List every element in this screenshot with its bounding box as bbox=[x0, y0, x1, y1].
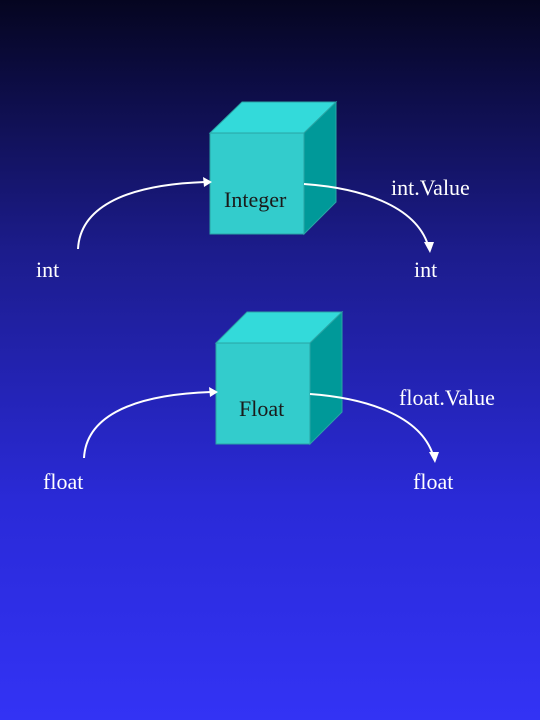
integer-box-label: Integer bbox=[224, 187, 287, 212]
float-group: Float float float.Value float bbox=[43, 310, 495, 494]
float-input-arrow bbox=[83, 391, 212, 459]
integer-cube: Integer bbox=[208, 100, 338, 236]
integer-input-arrowhead bbox=[203, 177, 212, 187]
float-output-arrow bbox=[309, 393, 434, 456]
integer-output-label: int bbox=[414, 257, 437, 282]
integer-cube-front bbox=[209, 132, 305, 235]
float-output-arrowhead bbox=[429, 452, 439, 463]
float-input-label: float bbox=[43, 469, 83, 494]
float-cube: Float bbox=[214, 310, 344, 446]
float-output-label: float bbox=[413, 469, 453, 494]
integer-input-arrow bbox=[77, 181, 206, 250]
float-box-label: Float bbox=[239, 396, 284, 421]
integer-output-arrowhead bbox=[424, 242, 434, 253]
integer-input-label: int bbox=[36, 257, 59, 282]
float-cube-front bbox=[215, 342, 311, 445]
integer-method-label: int.Value bbox=[391, 175, 470, 200]
float-input-arrowhead bbox=[209, 387, 218, 397]
integer-output-arrow bbox=[303, 183, 429, 246]
integer-group: Integer int int.Value int bbox=[36, 100, 470, 282]
float-method-label: float.Value bbox=[399, 385, 495, 410]
